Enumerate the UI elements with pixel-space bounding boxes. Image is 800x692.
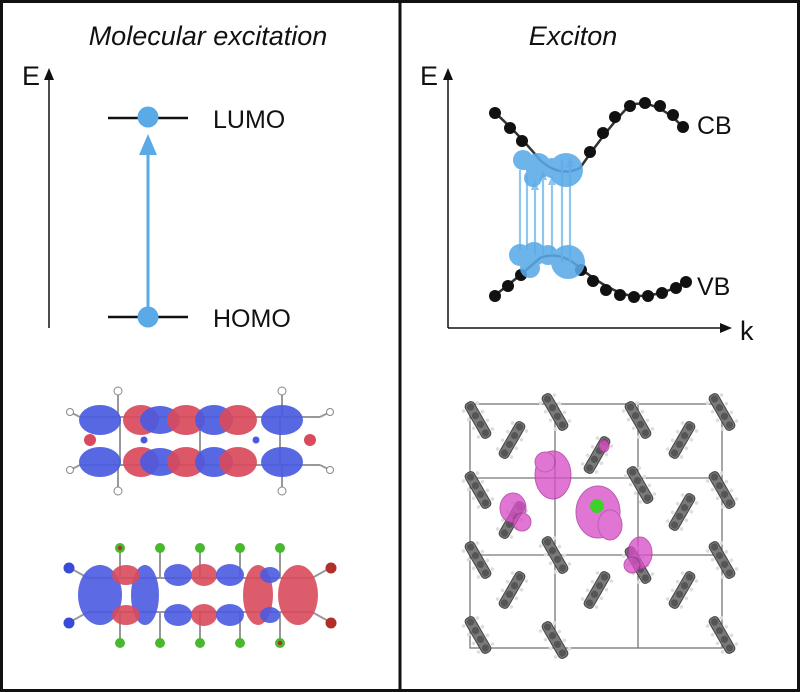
valence-band-label: VB — [697, 273, 730, 301]
right-energy-axis-arrowhead — [443, 68, 453, 80]
lattice-molecule — [665, 421, 699, 459]
valence-band-holes — [509, 242, 585, 279]
lattice-molecule — [461, 471, 495, 509]
crystal-exciton-plot — [461, 393, 739, 659]
homo-electron — [137, 306, 159, 328]
homo-label: HOMO — [213, 305, 291, 333]
right-panel-title: Exciton — [529, 21, 618, 51]
lumo-electron — [137, 106, 159, 128]
lattice-molecule — [538, 393, 572, 431]
lattice-molecule — [495, 421, 529, 459]
lattice-molecule — [705, 616, 739, 654]
lattice-molecule — [580, 436, 614, 474]
lattice-molecule — [665, 571, 699, 609]
left-panel-title: Molecular excitation — [89, 21, 328, 51]
conduction-band-label: CB — [697, 112, 732, 140]
molecule-orbital-top — [66, 386, 334, 496]
molecule-orbital-bottom — [63, 543, 337, 648]
lattice-molecule — [495, 571, 529, 609]
lattice-molecules — [461, 393, 739, 659]
left-energy-axis-arrowhead — [44, 68, 54, 80]
lattice-molecule — [705, 541, 739, 579]
lattice-molecule — [621, 401, 655, 439]
lattice-molecule — [461, 401, 495, 439]
valence-band-points — [489, 264, 692, 303]
lumo-label: LUMO — [213, 106, 285, 134]
momentum-axis-label: k — [740, 316, 754, 346]
hole-position-marker — [590, 499, 604, 513]
lattice-molecule — [705, 471, 739, 509]
lattice-molecule — [665, 493, 699, 531]
momentum-axis-arrowhead — [720, 323, 732, 333]
left-energy-axis-label: E — [22, 61, 40, 91]
conduction-band-points — [489, 97, 689, 158]
lattice-molecule — [623, 466, 657, 504]
exciton-density-lobes — [499, 439, 653, 574]
excitation-arrowhead — [139, 134, 157, 155]
lattice-molecule — [580, 571, 614, 609]
lattice-molecule — [461, 616, 495, 654]
lattice-molecule — [538, 621, 572, 659]
conduction-band-electrons — [513, 150, 583, 187]
lattice-molecule — [705, 393, 739, 431]
left-panel: Molecular excitation E LUMO HOMO — [22, 21, 337, 648]
lattice-molecule — [461, 541, 495, 579]
right-panel: Exciton E k CB VB — [420, 21, 754, 659]
lattice-molecule — [538, 536, 572, 574]
right-energy-axis-label: E — [420, 61, 438, 91]
